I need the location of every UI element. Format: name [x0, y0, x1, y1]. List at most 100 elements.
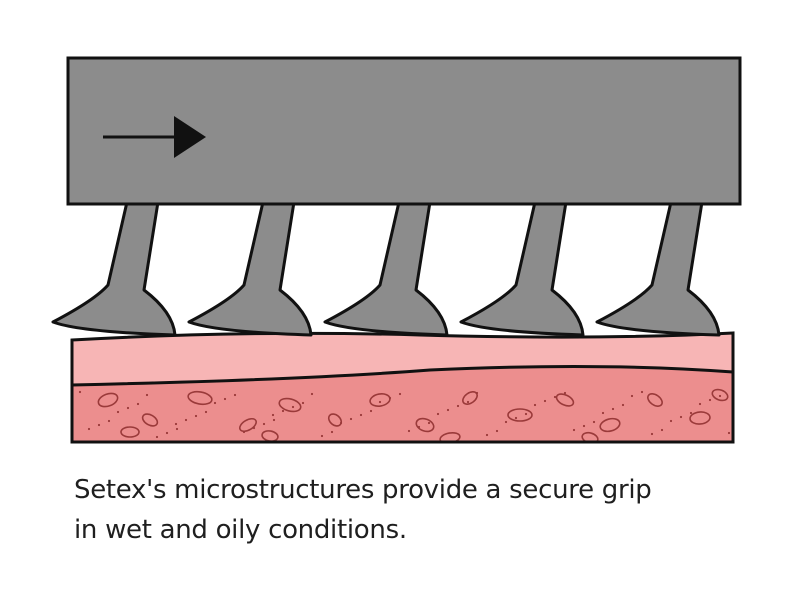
microstructure-stalk	[323, 200, 449, 337]
skin-cell	[239, 417, 257, 433]
skin-dot	[175, 427, 179, 431]
skin-dot	[174, 422, 178, 426]
skin-dot	[242, 430, 246, 434]
skin-dot	[291, 405, 295, 409]
skin-dot	[630, 394, 634, 398]
skin-cell	[415, 417, 435, 433]
skin-dot	[233, 393, 237, 397]
skin-dot	[621, 403, 625, 407]
skin-dot	[252, 426, 256, 430]
skin-dot	[87, 427, 91, 431]
skin-dot	[165, 431, 169, 435]
skin-dot	[650, 432, 654, 436]
skin-dot	[679, 415, 683, 419]
skin-dot	[466, 400, 470, 404]
microstructures	[51, 200, 721, 337]
caption: Setex's microstructures provide a secure…	[74, 470, 774, 550]
caption-line-1: Setex's microstructures provide a secure…	[74, 475, 652, 505]
skin-dot	[669, 419, 673, 423]
skin-dot	[349, 417, 353, 421]
skin-layer-boundary	[71, 364, 734, 387]
skin-dot	[708, 398, 712, 402]
arrow-right-icon	[103, 116, 206, 158]
skin-dot	[601, 411, 605, 415]
skin-dot	[524, 412, 528, 416]
skin-dot	[640, 390, 644, 394]
skin-dot	[310, 392, 314, 396]
skin-dot	[718, 394, 722, 398]
skin-dot	[543, 399, 547, 403]
skin-dot	[563, 391, 567, 395]
skin-cell	[278, 397, 302, 413]
skin-cell	[599, 417, 621, 433]
skin-dot	[78, 390, 82, 394]
microstructure-stalk	[595, 200, 721, 337]
microstructure-stalk	[187, 200, 313, 337]
skin-dot	[194, 414, 198, 418]
skin-dot	[97, 423, 101, 427]
skin-dot	[262, 422, 266, 426]
skin-dot	[592, 420, 596, 424]
skin-dot	[727, 431, 731, 435]
skin-dot	[698, 402, 702, 406]
skin-dot	[689, 411, 693, 415]
skin-dot	[136, 402, 140, 406]
skin-dot	[475, 391, 479, 395]
skin-cell	[689, 411, 711, 425]
skin-dot	[320, 434, 324, 438]
skin-dot	[223, 397, 227, 401]
skin-dot	[485, 433, 489, 437]
skin-cell	[711, 388, 729, 402]
skin-dot	[504, 420, 508, 424]
skin-dot	[572, 428, 576, 432]
skin-dot	[611, 407, 615, 411]
skin-dot	[281, 409, 285, 413]
skin-cell	[581, 431, 599, 442]
skin-dot	[417, 425, 421, 429]
skin-cells	[78, 388, 731, 442]
skin-dot	[204, 410, 208, 414]
skin-dot	[330, 430, 334, 434]
caption-line-2: in wet and oily conditions.	[74, 515, 407, 545]
skin-dot	[126, 406, 130, 410]
skin-cell	[439, 431, 461, 442]
skin-dot	[213, 401, 217, 405]
skin-dot	[582, 424, 586, 428]
skin-cell	[647, 393, 663, 407]
skin-dot	[301, 401, 305, 405]
skin-dot	[378, 400, 382, 404]
skin-dot	[339, 421, 343, 425]
skin-cell	[555, 393, 575, 407]
skin-dot	[116, 410, 120, 414]
skin-dot	[533, 403, 537, 407]
skin-top-layer	[72, 333, 733, 385]
skin-dot	[436, 412, 440, 416]
skin-dot	[514, 416, 518, 420]
skin-dot	[107, 419, 111, 423]
skin-cell	[327, 413, 343, 427]
skin-cell	[141, 413, 159, 427]
skin-dot	[155, 435, 159, 439]
skin-dot	[388, 396, 392, 400]
skin-dot	[427, 421, 431, 425]
skin-cell	[187, 390, 213, 406]
skin-dot	[456, 404, 460, 408]
skin-dot	[369, 409, 373, 413]
skin-dot	[446, 408, 450, 412]
skin-dot	[407, 429, 411, 433]
skin-dot	[398, 392, 402, 396]
skin-cell	[120, 426, 140, 438]
skin-dot	[660, 428, 664, 432]
skin-dot	[271, 413, 275, 417]
skin-dot	[495, 429, 499, 433]
skin-dot	[553, 395, 557, 399]
microstructure-stalk	[51, 200, 177, 337]
skin-surface	[70, 331, 735, 444]
skin-bottom-layer	[72, 366, 733, 442]
microstructure-stalk	[459, 200, 585, 337]
skin-dot	[359, 413, 363, 417]
skin-cell	[97, 392, 119, 408]
skin-dot	[145, 393, 149, 397]
skin-dot	[184, 418, 188, 422]
device-body	[66, 56, 742, 206]
